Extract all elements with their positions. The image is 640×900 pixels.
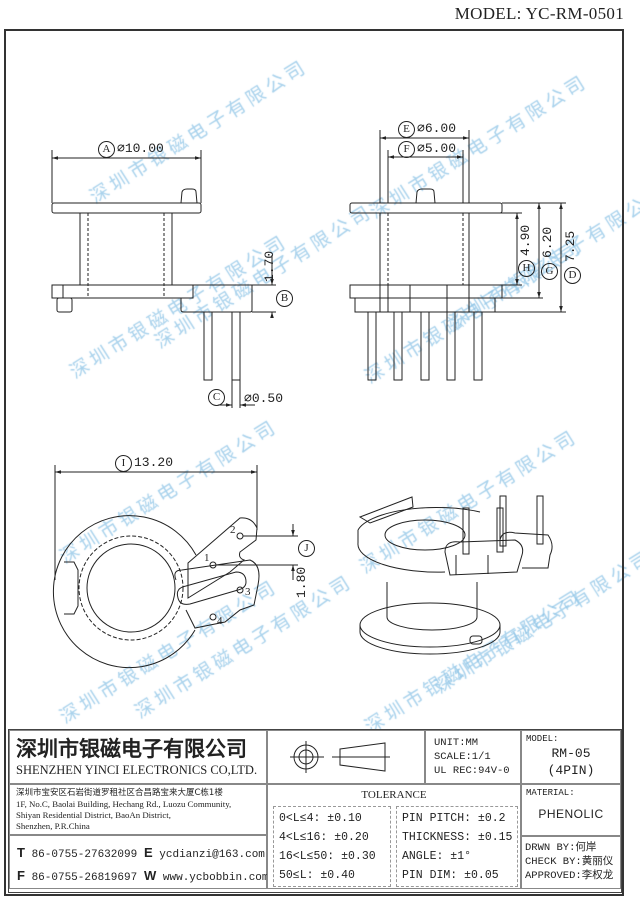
drawn-by: DRWN BY:何岸 <box>525 842 597 854</box>
tolerance-length-list: 0<L≤4: ±0.10 4<L≤16: ±0.20 16<L≤50: ±0.3… <box>273 806 391 887</box>
email-link[interactable]: ycdianzi@163.com <box>159 849 265 861</box>
contacts-cell: T 86-0755-27632099 F 86-0755-26819697 E … <box>9 835 269 889</box>
dim-d: 7.25 <box>563 231 578 262</box>
dim-tag-j: J <box>298 540 315 557</box>
dim-value-f: ⌀5.00 <box>417 141 457 156</box>
model-label: MODEL: <box>526 734 559 744</box>
pin-label-4: 4 <box>217 615 223 627</box>
dim-tag-a: A <box>98 141 115 158</box>
drawing-frame <box>4 29 624 896</box>
address-en-line: Shiyan Residential District, BaoAn Distr… <box>16 810 171 820</box>
tolerance-label: TOLERANCE <box>361 789 427 801</box>
tolerance-item: THICKNESS: ±0.15 <box>402 831 513 844</box>
model-header: MODEL: YC-RM-0501 <box>454 4 624 23</box>
tolerance-cell: TOLERANCE 0<L≤4: ±0.10 4<L≤16: ±0.20 16<… <box>267 784 521 889</box>
company-cell: 深圳市银磁电子有限公司 SHENZHEN YINCI ELECTRONICS C… <box>9 730 267 784</box>
material-value: PHENOLIC <box>538 807 604 821</box>
address-en-line: Shenzhen, P.R.China <box>16 821 90 831</box>
dim-f: F⌀5.00 <box>398 141 456 158</box>
dim-tag-h: H <box>518 260 535 277</box>
dim-j-value: 1.80 <box>294 566 309 598</box>
dim-value-g: 6.20 <box>540 226 555 258</box>
pin-label-3: 3 <box>245 586 251 598</box>
dim-tag-g: G <box>541 263 558 280</box>
isometric-view <box>357 495 553 655</box>
dim-value-a: ⌀10.00 <box>117 141 164 156</box>
address-en-line: 1F, No.C, Baolai Building, Hechang Rd., … <box>16 799 232 809</box>
address-cn: 深圳市宝安区石岩街道罗租社区合昌路宝来大厦C栋1楼 <box>16 788 223 798</box>
dim-tag-e: E <box>398 121 415 138</box>
material-label: MATERIAL: <box>526 788 575 798</box>
title-block: 深圳市银磁电子有限公司 SHENZHEN YINCI ELECTRONICS C… <box>8 729 622 893</box>
ul-rec: UL REC:94V-0 <box>434 765 510 777</box>
email-label: E <box>144 845 153 860</box>
dim-d-tag: D <box>564 267 583 284</box>
model-value: RM-05 <box>551 746 591 761</box>
model-pins: (4PIN) <box>547 763 595 778</box>
dim-h-tag: H <box>518 260 537 277</box>
tolerance-item: ANGLE: ±1° <box>402 850 472 863</box>
projection-symbol-cell <box>267 730 425 784</box>
dim-tag-f: F <box>398 141 415 158</box>
dim-b-tag: B <box>276 290 295 307</box>
dim-a: A⌀10.00 <box>98 141 164 158</box>
dim-g: 6.20 <box>540 227 555 258</box>
dim-g-tag: G <box>541 263 560 280</box>
web-label: W <box>144 868 157 883</box>
pin-label-2: 2 <box>230 524 236 536</box>
dim-c-value: ⌀0.50 <box>244 391 284 406</box>
material-cell: MATERIAL: PHENOLIC <box>521 784 621 836</box>
dim-tag-d: D <box>564 267 581 284</box>
tolerance-other-list: PIN PITCH: ±0.2 THICKNESS: ±0.15 ANGLE: … <box>396 806 518 887</box>
side-view-left <box>51 150 276 408</box>
side-view-right <box>349 130 566 381</box>
fax-label: F <box>17 868 25 883</box>
website-link[interactable]: www.ycbobbin.com <box>162 872 269 884</box>
tolerance-item: 16<L≤50: ±0.30 <box>279 850 376 863</box>
tolerance-item: PIN DIM: ±0.05 <box>402 869 499 882</box>
tolerance-item: 50≤L: ±0.40 <box>279 869 355 882</box>
dim-c: C <box>208 389 227 406</box>
dim-value-h: 4.90 <box>518 224 533 256</box>
dim-value-i: 13.20 <box>134 455 174 470</box>
dim-tag-i: I <box>115 455 132 472</box>
pin-label-1: 1 <box>204 552 210 564</box>
dim-tag-c: C <box>208 389 225 406</box>
tolerance-item: PIN PITCH: ±0.2 <box>402 812 506 825</box>
signoff-cell: DRWN BY:何岸 CHECK BY:黄丽仪 APPROVED:李权龙 <box>521 836 621 889</box>
address-cell: 深圳市宝安区石岩街道罗租社区合昌路宝来大厦C栋1楼 1F, No.C, Baol… <box>9 784 267 835</box>
dim-value-e: ⌀6.00 <box>417 121 457 136</box>
unit-cell: UNIT:MM SCALE:1/1 UL REC:94V-0 <box>425 730 521 784</box>
bottom-view <box>52 465 298 669</box>
unit: UNIT:MM <box>434 737 479 749</box>
dim-h: 4.90 <box>518 225 533 256</box>
company-name-cn: 深圳市银磁电子有限公司 <box>16 737 247 761</box>
tolerance-item: 0<L≤4: ±0.10 <box>279 812 362 825</box>
fax-value: 86-0755-26819697 <box>31 872 138 884</box>
checked-by: CHECK BY:黄丽仪 <box>525 856 614 868</box>
dim-j-tag: J <box>298 540 317 557</box>
tolerance-item: 4<L≤16: ±0.20 <box>279 831 369 844</box>
phone-value: 86-0755-27632099 <box>31 849 138 861</box>
dim-b-value: 1.70 <box>262 250 277 282</box>
company-name-en: SHENZHEN YINCI ELECTRONICS CO,LTD. <box>16 763 258 777</box>
scale: SCALE:1/1 <box>434 751 491 763</box>
dim-e: E⌀6.00 <box>398 121 456 138</box>
model-cell: MODEL: RM-05 (4PIN) <box>521 730 621 784</box>
phone-label: T <box>17 845 25 860</box>
dim-tag-b: B <box>276 290 293 307</box>
third-angle-projection-icon <box>290 741 390 773</box>
dim-value-d: 7.25 <box>563 230 578 262</box>
approved-by: APPROVED:李权龙 <box>525 870 614 882</box>
